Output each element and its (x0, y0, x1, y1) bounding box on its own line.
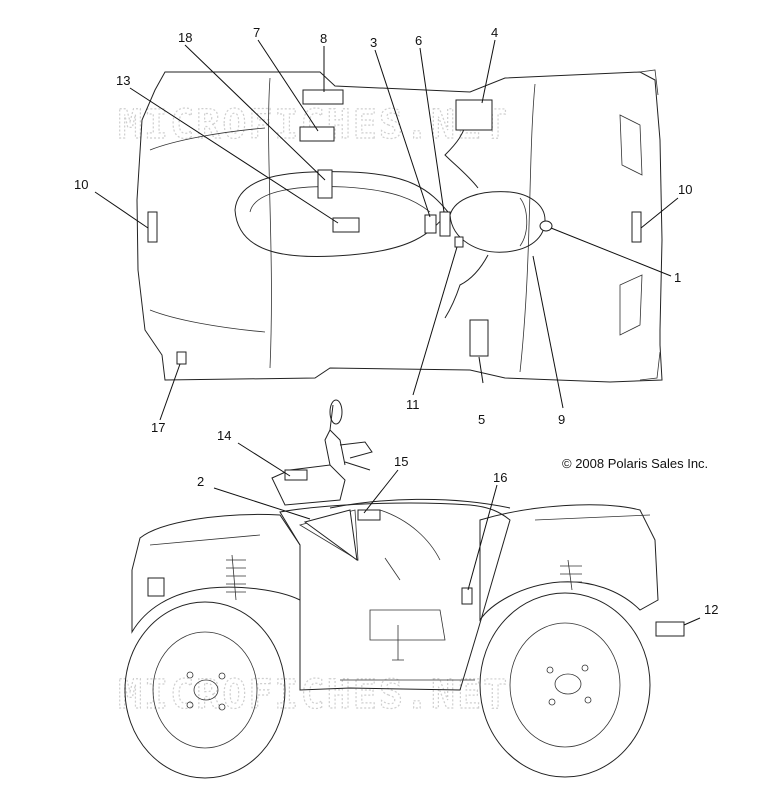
decal-2 (303, 509, 358, 562)
decal-8 (302, 89, 344, 105)
copyright-text: © 2008 Polaris Sales Inc. (562, 456, 708, 471)
callout-7: 7 (253, 25, 260, 40)
callout-5: 5 (478, 412, 485, 427)
callout-11: 11 (406, 397, 420, 412)
decal-10-left (147, 211, 158, 243)
callout-8: 8 (320, 31, 327, 46)
callout-4: 4 (491, 25, 498, 40)
callout-9: 9 (558, 412, 565, 427)
decal-17 (176, 351, 187, 365)
callout-2: 2 (197, 474, 204, 489)
callout-18: 18 (178, 30, 192, 45)
decal-14 (284, 469, 308, 481)
callout-14: 14 (217, 428, 231, 443)
atv-side-view (124, 399, 685, 779)
decal-4 (455, 99, 493, 131)
callout-16: 16 (493, 470, 507, 485)
decal-13 (332, 217, 360, 233)
decal-7 (299, 126, 335, 142)
callout-1: 1 (674, 270, 681, 285)
decal-6 (439, 211, 451, 237)
decal-11 (454, 236, 464, 248)
callout-3: 3 (370, 35, 377, 50)
decal-1 (539, 220, 553, 232)
decal-12 (655, 621, 685, 637)
callout-10-right: 10 (678, 182, 692, 197)
decal-5 (469, 319, 489, 357)
decal-10-right (631, 211, 642, 243)
callout-15: 15 (394, 454, 408, 469)
decal-16 (461, 587, 473, 605)
decal-15 (357, 509, 381, 521)
leader-lines (94, 39, 701, 626)
callout-10-left: 10 (74, 177, 88, 192)
callout-labels: 18 7 8 3 6 4 13 10 10 1 9 5 11 17 14 2 1… (74, 25, 718, 617)
watermark-bottom: MICROFICHES.NET (118, 672, 509, 718)
decal-3 (424, 214, 437, 234)
callout-13: 13 (116, 73, 130, 88)
callout-6: 6 (415, 33, 422, 48)
decal-side-rear (147, 577, 165, 597)
callout-17: 17 (151, 420, 165, 435)
callout-12: 12 (704, 602, 718, 617)
decal-18 (317, 169, 333, 199)
